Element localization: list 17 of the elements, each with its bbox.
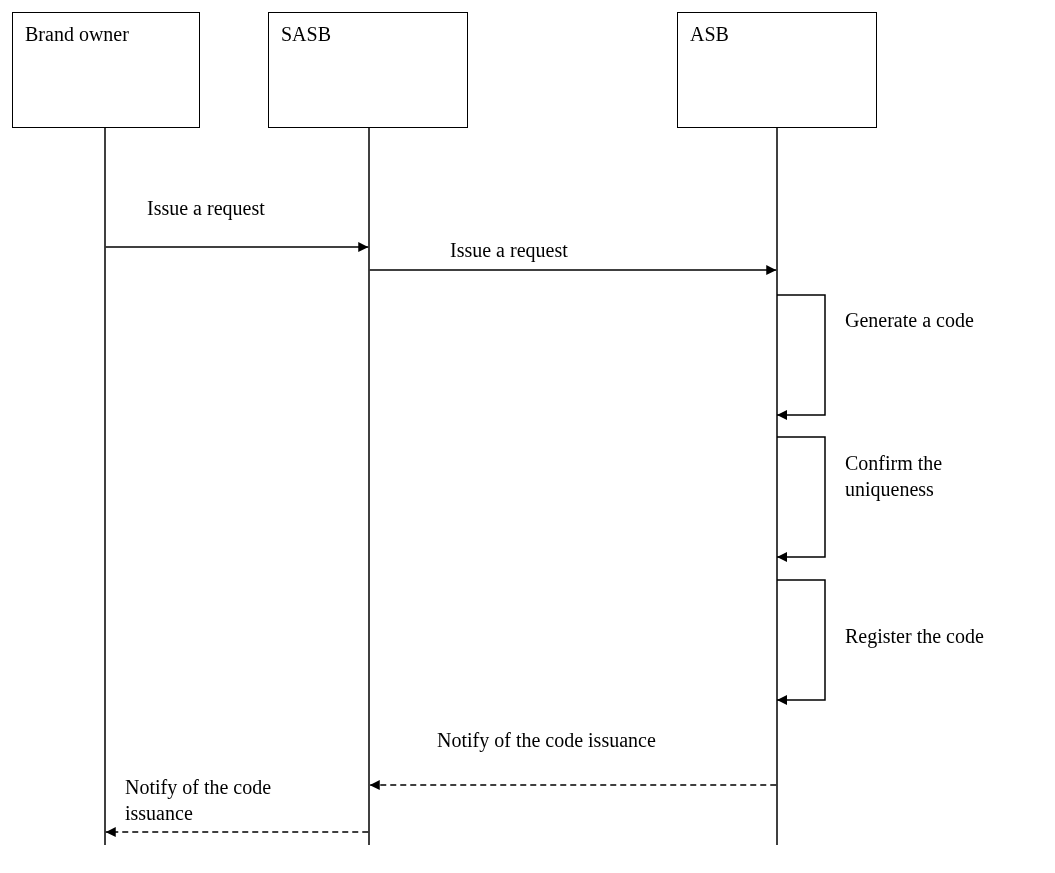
message-label: Generate a code (845, 308, 975, 333)
message-arrow (369, 265, 777, 275)
message-arrow (105, 827, 369, 837)
message-arrow (105, 242, 369, 252)
message-arrow (776, 294, 826, 420)
message-arrow (776, 436, 826, 562)
message-label: Notify of the code issuance (125, 775, 273, 826)
message-label: Notify of the code issuance (437, 728, 657, 753)
participant-box: ASB (677, 12, 877, 128)
message-label: Issue a request (147, 196, 266, 221)
message-label: Issue a request (450, 238, 569, 263)
participant-box: Brand owner (12, 12, 200, 128)
message-arrow (369, 780, 777, 790)
message-label: Confirm the uniqueness (845, 451, 944, 502)
message-arrow (776, 579, 826, 705)
participant-box: SASB (268, 12, 468, 128)
message-label: Register the code (845, 624, 985, 649)
